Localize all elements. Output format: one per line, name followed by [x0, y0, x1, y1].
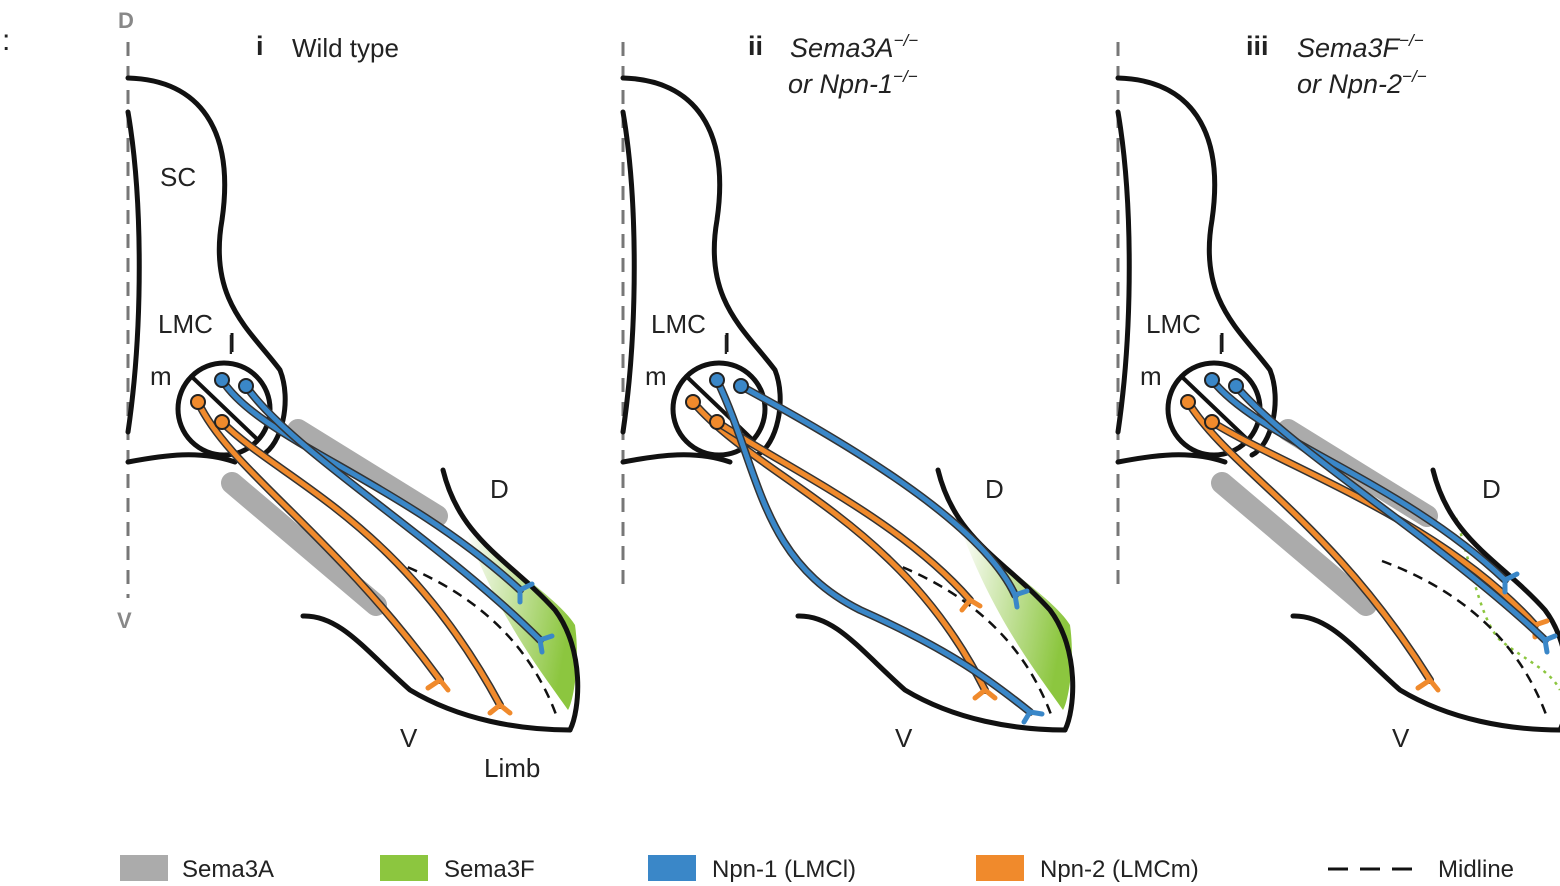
legend-label: Npn-2 (LMCm) — [1040, 856, 1199, 883]
spinal-cord-base — [620, 452, 733, 465]
central-canal-outline — [1115, 109, 1132, 435]
limb-midline — [886, 559, 1055, 721]
lateral-label: l — [228, 330, 234, 360]
sema3a-band-ventral — [1211, 472, 1377, 616]
sc-label: SC — [160, 162, 196, 192]
panel-numeral: i — [256, 31, 264, 61]
panel-title-line2: or Npn-2−/− — [1297, 67, 1427, 99]
lmc-circle — [670, 360, 768, 458]
limb-dorsal-label: D — [490, 474, 509, 504]
limb-ventral-outline — [795, 613, 1068, 733]
cell-bodies — [1180, 372, 1244, 430]
legend-item-npn2: Npn-2 (LMCm) — [976, 855, 1199, 883]
limb-dorsal-label: D — [985, 474, 1004, 504]
npn1-axons — [218, 376, 555, 655]
medial-label: m — [150, 361, 172, 391]
panel-sema3a-mutant: ii Sema3A−/− or Npn-1−/− LMC l m D V — [620, 31, 1076, 753]
npn1-axons — [713, 376, 1045, 725]
legend-label: Sema3F — [444, 856, 535, 883]
cell-bodies — [685, 372, 749, 430]
panel-title-line1: Sema3A−/− — [790, 31, 918, 63]
limb-ventral-outline — [1290, 613, 1560, 733]
sema3f-gradient — [961, 530, 1072, 710]
legend-swatch — [380, 855, 428, 881]
dorsal-axis-label: D — [118, 8, 134, 33]
spinal-cord-outline — [125, 75, 288, 458]
limb-label: Limb — [484, 753, 540, 783]
limb-dorsal-outline — [935, 467, 1076, 733]
legend-item-sema3f: Sema3F — [380, 855, 535, 883]
npn2-axons — [689, 398, 998, 701]
legend-label: Npn-1 (LMCl) — [712, 856, 856, 883]
legend-item-sema3a: Sema3A — [120, 855, 274, 883]
legend-swatch — [976, 855, 1024, 881]
legend-swatch — [648, 855, 696, 881]
panel-mark: : — [2, 24, 10, 57]
lmc-divider — [189, 374, 260, 442]
panel-sema3f-mutant: iii Sema3F−/− or Npn-2−/− LMC l m D V — [1115, 31, 1560, 753]
lateral-label: l — [723, 330, 729, 360]
panel-title-line2: or Npn-1−/− — [788, 67, 918, 99]
ventral-axis-label: V — [117, 608, 132, 633]
central-canal-outline — [125, 109, 142, 435]
limb-dorsal-outline — [1430, 467, 1560, 733]
spinal-cord-outline — [1115, 75, 1278, 458]
lmc-divider — [684, 374, 755, 442]
panel-wild-type: D V — [117, 8, 581, 783]
lmc-label: LMC — [158, 309, 213, 339]
limb-dorsal-outline — [440, 467, 581, 733]
lmc-label: LMC — [651, 309, 706, 339]
panel-numeral: iii — [1246, 31, 1269, 61]
limb-ventral-label: V — [1392, 723, 1410, 753]
medial-label: m — [645, 361, 667, 391]
limb-dorsal-label: D — [1482, 474, 1501, 504]
legend-label: Sema3A — [182, 856, 274, 883]
central-canal-outline — [620, 109, 637, 435]
legend-item-npn1: Npn-1 (LMCl) — [648, 855, 856, 883]
sema3a-band-dorsal — [287, 419, 448, 527]
limb-midline — [1381, 559, 1550, 721]
npn1-axons — [1208, 376, 1558, 655]
limb-midline — [391, 559, 560, 721]
npn2-axons — [194, 398, 513, 716]
medial-label: m — [1140, 361, 1162, 391]
sema3f-absent-outline — [1454, 517, 1560, 691]
lmc-label: LMC — [1146, 309, 1201, 339]
cell-bodies — [190, 372, 254, 430]
spinal-cord-base — [1115, 452, 1228, 465]
panel-title-line1: Sema3F−/− — [1297, 31, 1424, 63]
limb-ventral-label: V — [895, 723, 913, 753]
limb-ventral-outline — [300, 613, 573, 733]
legend: Sema3A Sema3F Npn-1 (LMCl) Npn-2 (LMCm) … — [120, 855, 1514, 883]
legend-swatch — [120, 855, 168, 881]
lmc-divider — [1179, 374, 1250, 442]
sema3a-band-ventral — [221, 472, 387, 616]
panel-numeral: ii — [748, 31, 763, 61]
spinal-cord-base — [125, 452, 238, 465]
limb-ventral-label: V — [400, 723, 418, 753]
panel-title: Wild type — [292, 33, 399, 63]
legend-label: Midline — [1438, 856, 1514, 883]
lateral-label: l — [1218, 330, 1224, 360]
legend-item-midline: Midline — [1328, 856, 1514, 883]
